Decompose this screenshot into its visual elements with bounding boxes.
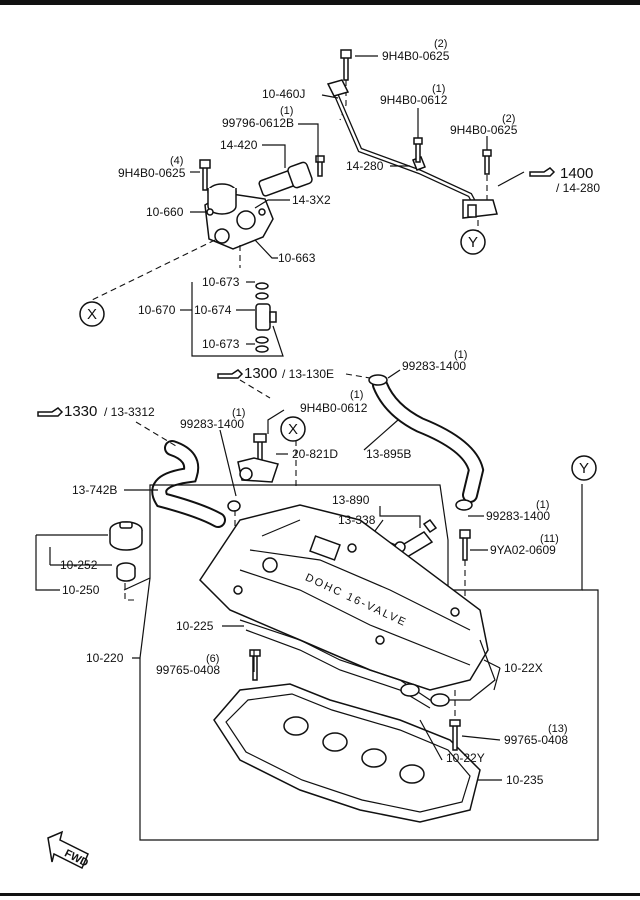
callout-ref-sub: / 14-280 <box>556 181 600 195</box>
callout-ref-label: 1300 <box>244 365 277 382</box>
bottom-rule <box>0 893 640 896</box>
ref-circle-x-lower <box>280 416 306 442</box>
leaders-lower <box>132 577 599 841</box>
callout-label: 99283-1400 <box>180 417 244 431</box>
callout-label: 10-663 <box>278 251 316 265</box>
callout-label: 99765-0408 <box>156 663 220 677</box>
callout-label: 10-660 <box>146 205 184 219</box>
callout-label: 13-895B <box>366 447 411 461</box>
callout-label: 10-252 <box>60 558 98 572</box>
callout-qty: (4) <box>170 155 183 167</box>
callout-qty: (1) <box>280 105 293 117</box>
callout-label: 99283-1400 <box>486 509 550 523</box>
oil-filler-cap <box>35 521 143 601</box>
ref-y-lower: Y <box>579 460 589 477</box>
ref-circle-y-lower <box>571 455 597 481</box>
pointing-hand-icon <box>217 369 244 379</box>
callout-label: 10-225 <box>176 619 214 633</box>
callout-qty: (11) <box>540 533 559 545</box>
callout-ref-label: 1400 <box>560 165 593 182</box>
fwd-arrow: FWD <box>47 830 90 870</box>
reference-markers: Y X X Y <box>79 229 597 481</box>
ref-x-lower: X <box>288 421 298 438</box>
callout-label: 13-742B <box>72 483 117 497</box>
callout-label: 10-235 <box>506 773 544 787</box>
callout-label: 10-674 <box>194 303 232 317</box>
callout-label: 10-673 <box>202 275 240 289</box>
callout-qty: (1) <box>432 83 445 95</box>
callout-label: 13-338 <box>338 513 376 527</box>
callout-label: 10-670 <box>138 303 176 317</box>
callout-label: 14-280 <box>346 159 384 173</box>
callout-label: 9H4B0-0612 <box>300 401 368 415</box>
ref-x-upper: X <box>87 306 97 323</box>
callout-ref-label: 1330 <box>64 403 97 420</box>
callout-label: 10-22X <box>504 661 543 675</box>
callout-label: 9H4B0-0612 <box>380 93 448 107</box>
callout-ref-sub: / 13-130E <box>282 367 334 381</box>
pointing-hand-icon <box>37 407 64 417</box>
callout-qty: (13) <box>548 723 568 735</box>
ref-circle-x-upper <box>79 301 105 327</box>
callout-label: 10-460J <box>262 87 305 101</box>
callout-label: 9H4B0-0625 <box>450 123 518 137</box>
top-rule <box>0 0 640 5</box>
callout-label: 13-890 <box>332 493 370 507</box>
see-figure-icons <box>37 167 556 417</box>
ref-y-upper: Y <box>468 234 478 251</box>
callout-label: 99283-1400 <box>402 359 466 373</box>
callout-label: 20-821D <box>292 447 338 461</box>
ref-circle-y-upper <box>460 229 486 255</box>
leaders-upper <box>180 55 525 357</box>
callout-label: 9H4B0-0625 <box>382 49 450 63</box>
callout-qty: (1) <box>536 499 549 511</box>
callout-qty: (2) <box>502 113 515 125</box>
callout-label: 10-22Y <box>446 751 485 765</box>
callout-qty: (6) <box>206 653 219 665</box>
pointing-hand-icon <box>529 167 556 177</box>
callout-label: 99765-0408 <box>504 733 568 747</box>
callout-label: 99796-0612B <box>222 116 294 130</box>
callout-qty: (1) <box>454 349 467 361</box>
callout-qty: (1) <box>350 389 363 401</box>
callout-label: 10-220 <box>86 651 124 665</box>
callout-labels: (2) 9H4B0-0625 10-460J (1) 9H4B0-0612 (1… <box>60 38 600 787</box>
callout-ref-sub: / 13-3312 <box>104 405 155 419</box>
fwd-label: FWD <box>62 848 90 870</box>
callout-label: 9H4B0-0625 <box>118 166 186 180</box>
callout-label: 10-250 <box>62 583 100 597</box>
fwd-arrow-icon <box>47 830 89 870</box>
callout-label: 14-420 <box>220 138 258 152</box>
callout-qty: (1) <box>232 407 245 419</box>
callout-label: 9YA02-0609 <box>490 543 556 557</box>
callout-label: 14-3X2 <box>292 193 331 207</box>
cylinder-head-cover: DOHC 16-VALVE <box>199 504 496 823</box>
callout-label: 10-673 <box>202 337 240 351</box>
callout-qty: (2) <box>434 38 447 50</box>
pcv-valve-assembly <box>91 49 498 353</box>
